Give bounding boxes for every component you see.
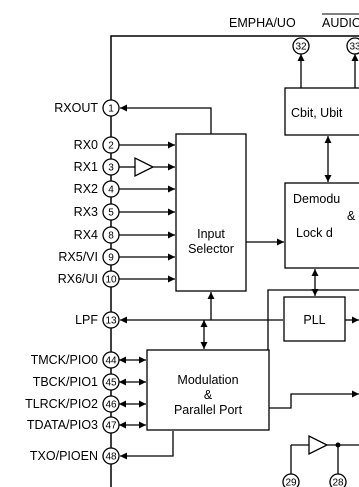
cbit-ubit-block <box>284 87 359 136</box>
svg-text:5: 5 <box>108 208 114 219</box>
svg-text:1: 1 <box>108 104 114 115</box>
pin-29: 29 <box>282 473 300 487</box>
pin-48-txo: TXO/PIOEN 48 <box>30 447 120 465</box>
pin-28: 28 <box>329 473 347 487</box>
svg-text:9: 9 <box>108 253 114 264</box>
svg-text:47: 47 <box>105 421 117 432</box>
pin-4-rx2: RX2 4 <box>74 180 175 198</box>
svg-text:8: 8 <box>108 231 114 242</box>
modulation-label-2: & <box>204 388 213 402</box>
svg-text:LPF: LPF <box>75 313 98 327</box>
pll-label: PLL <box>303 313 325 327</box>
wire-selector-rxout <box>120 104 212 134</box>
modulation-block <box>146 349 270 431</box>
buffer-triangle-icon <box>134 156 155 178</box>
svg-text:TMCK/PIO0: TMCK/PIO0 <box>31 353 98 367</box>
pin-45-tbck: TBCK/PIO1 45 <box>33 373 146 391</box>
input-selector-label-1: Input <box>197 227 225 241</box>
svg-text:RX3: RX3 <box>74 205 98 219</box>
svg-text:10: 10 <box>105 275 117 286</box>
pll-block <box>283 296 346 342</box>
svg-text:33: 33 <box>349 42 359 53</box>
cbit-ubit-label: Cbit, Ubit <box>291 106 343 120</box>
pin-47-tdata: TDATA/PIO3 47 <box>27 416 146 434</box>
modulation-label-1: Modulation <box>177 373 238 387</box>
svg-text:RX6/UI: RX6/UI <box>58 272 98 286</box>
svg-text:TLRCK/PIO2: TLRCK/PIO2 <box>25 397 98 411</box>
svg-text:RX1: RX1 <box>74 160 98 174</box>
wire-modulation-out <box>269 390 359 409</box>
input-selector-label-2: Selector <box>188 242 234 256</box>
svg-text:RXOUT: RXOUT <box>54 101 98 115</box>
pin-label-empha: EMPHA/UO <box>229 16 296 30</box>
demod-label-2: & <box>347 209 356 223</box>
pin-9-rx5: RX5/VI 9 <box>58 248 175 266</box>
demod-label-3: Lock d <box>296 226 333 240</box>
svg-text:45: 45 <box>105 378 117 389</box>
svg-text:13: 13 <box>105 316 117 327</box>
svg-text:RX2: RX2 <box>74 182 98 196</box>
svg-text:RX0: RX0 <box>74 138 98 152</box>
svg-text:32: 32 <box>295 42 307 53</box>
svg-text:TBCK/PIO1: TBCK/PIO1 <box>33 375 98 389</box>
pin-label-audio: AUDIO <box>322 16 359 30</box>
pin-1-rxout: RXOUT 1 <box>54 99 120 117</box>
svg-text:RX4: RX4 <box>74 228 98 242</box>
pin-8-rx4: RX4 8 <box>74 226 175 244</box>
modulation-label-3: Parallel Port <box>174 403 243 417</box>
pin-46-tlrck: TLRCK/PIO2 46 <box>25 395 146 413</box>
demodulator-block <box>284 182 359 269</box>
svg-text:TXO/PIOEN: TXO/PIOEN <box>30 449 98 463</box>
wire-modulation-txo <box>120 431 174 460</box>
svg-text:46: 46 <box>105 400 117 411</box>
pin-13-lpf: LPF 13 <box>75 311 120 329</box>
svg-text:RX5/VI: RX5/VI <box>58 250 98 264</box>
input-selector-block <box>175 133 247 292</box>
pin-32: 32 <box>292 37 310 55</box>
svg-text:4: 4 <box>108 185 114 196</box>
pin-3-rx1: RX1 3 <box>74 156 175 178</box>
pin-10-rx6: RX6/UI 10 <box>58 270 175 288</box>
bottom-buffer-triangle-icon <box>308 434 329 456</box>
pin-2-rx0: RX0 2 <box>74 136 175 154</box>
pin-44-tmck: TMCK/PIO0 44 <box>31 351 146 369</box>
svg-text:44: 44 <box>105 356 117 367</box>
pin-5-rx3: RX3 5 <box>74 203 175 221</box>
demod-label-1: Demodu <box>293 192 340 206</box>
svg-text:29: 29 <box>285 478 297 487</box>
svg-text:28: 28 <box>332 478 344 487</box>
chip-boundary <box>110 35 359 487</box>
svg-text:48: 48 <box>105 452 117 463</box>
svg-text:3: 3 <box>108 163 114 174</box>
svg-text:2: 2 <box>108 141 114 152</box>
pin-33: 33 <box>346 37 359 55</box>
svg-text:TDATA/PIO3: TDATA/PIO3 <box>27 418 98 432</box>
